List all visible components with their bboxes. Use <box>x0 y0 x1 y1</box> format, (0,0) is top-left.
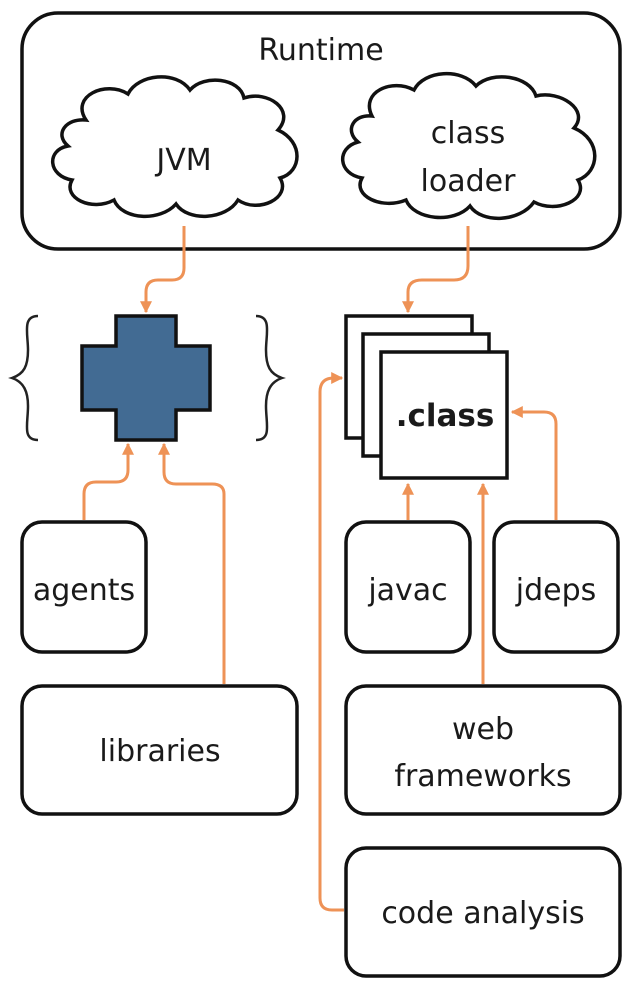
code-analysis-box <box>344 846 622 978</box>
web-frameworks-label-line-1: web <box>452 712 514 747</box>
code-analysis-label: code analysis <box>381 896 584 931</box>
web-frameworks-label-line-2: frameworks <box>394 759 571 794</box>
class-loader-label-line-1: class <box>431 116 505 151</box>
arrow-jvm-to-plus <box>140 226 186 314</box>
javac-label: javac <box>367 573 447 608</box>
arrow-agents-to-plus <box>82 442 134 520</box>
plus-module-group <box>8 314 286 442</box>
class-files-group: .class <box>344 314 509 480</box>
jvm-cloud <box>50 75 299 218</box>
javac-box <box>344 520 472 654</box>
arrow-libraries-to-plus <box>158 442 226 684</box>
libraries-box <box>20 684 299 816</box>
web-frameworks-box <box>344 684 622 816</box>
agents-node: agents <box>20 520 148 654</box>
runtime-group: Runtime JVM class loader <box>20 11 622 251</box>
right-curly-brace-icon <box>255 314 286 442</box>
class-file-front <box>379 350 509 480</box>
agents-box <box>20 520 148 654</box>
left-curly-brace-icon <box>8 314 39 442</box>
arrows-group <box>82 226 558 912</box>
agents-label: agents <box>33 573 135 608</box>
arrow-jdeps-to-class-files <box>510 406 558 520</box>
arrow-code-analysis-to-class-files <box>318 372 344 912</box>
plus-module-icon <box>80 314 212 442</box>
jdeps-node: jdeps <box>492 520 620 654</box>
libraries-node: libraries <box>20 684 299 816</box>
jvm-label: JVM <box>154 143 211 178</box>
web-frameworks-node: web frameworks <box>344 684 622 816</box>
class-loader-cloud <box>340 72 597 220</box>
code-analysis-node: code analysis <box>344 846 622 978</box>
class-file-label: .class <box>396 398 495 434</box>
jdeps-box <box>492 520 620 654</box>
libraries-label: libraries <box>99 734 220 769</box>
arrow-class-loader-to-class-files <box>402 226 470 314</box>
jdeps-label: jdeps <box>515 573 597 608</box>
class-loader-label-line-2: loader <box>421 164 517 199</box>
runtime-title: Runtime <box>258 33 383 68</box>
javac-node: javac <box>344 520 472 654</box>
